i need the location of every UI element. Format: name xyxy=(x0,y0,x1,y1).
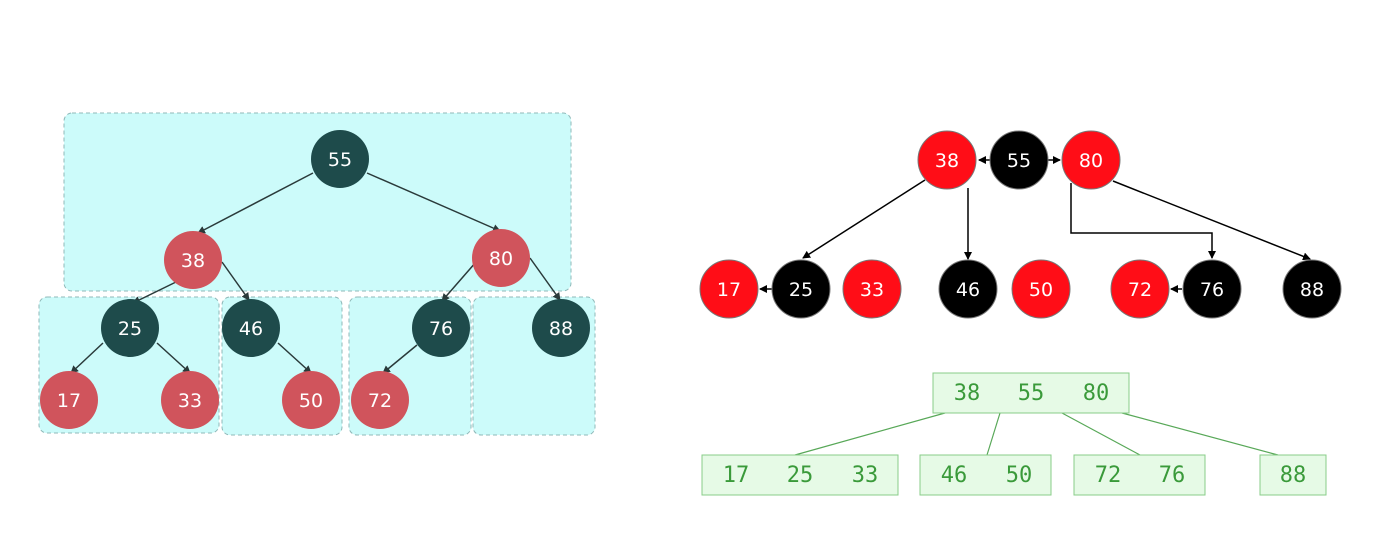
node-label: 38 xyxy=(935,150,959,172)
left-node-17: 17 xyxy=(40,371,98,429)
right-node-50: 50 xyxy=(1011,259,1071,319)
btree-edge-root-leaf1 xyxy=(794,412,946,456)
node-label: 17 xyxy=(57,390,81,412)
node-label: 33 xyxy=(860,279,884,301)
node-label: 25 xyxy=(118,318,142,340)
node-label: 80 xyxy=(1079,150,1103,172)
left-node-46: 46 xyxy=(222,299,280,357)
edge-38-46 xyxy=(221,261,250,301)
node-label: 33 xyxy=(178,390,202,412)
left-node-76: 76 xyxy=(412,299,470,357)
right-node-46: 46 xyxy=(938,259,998,319)
btree-leaf-2: 46 50 xyxy=(919,454,1052,496)
btree-edge-root-leaf4 xyxy=(1121,412,1279,456)
right-tree-nodes: 38 55 80 17 25 33 46 50 xyxy=(699,130,1342,319)
right-node-88: 88 xyxy=(1282,259,1342,319)
edge-80-88 xyxy=(529,257,561,301)
edge-80-88 xyxy=(1112,180,1311,261)
btree-edges xyxy=(794,412,1279,456)
right-node-33: 33 xyxy=(842,259,902,319)
btree-edge-root-leaf3 xyxy=(1061,412,1141,456)
edge-76-72 xyxy=(382,344,418,374)
node-label: 50 xyxy=(1029,279,1053,301)
btree-key: 50 xyxy=(1006,463,1033,488)
right-tree-edges xyxy=(759,156,1311,293)
edge-25-33 xyxy=(156,342,191,374)
edge-80-76 xyxy=(1070,183,1216,259)
left-node-80: 80 xyxy=(472,229,530,287)
node-label: 55 xyxy=(328,149,352,171)
btree-key: 46 xyxy=(941,463,968,488)
edge-25-17 xyxy=(70,342,104,374)
left-node-33: 33 xyxy=(161,371,219,429)
left-tree-edges xyxy=(70,172,561,374)
btree-key: 76 xyxy=(1159,463,1186,488)
node-label: 46 xyxy=(239,318,263,340)
edge-80-76 xyxy=(441,261,477,302)
node-label: 72 xyxy=(368,390,392,412)
edge-55-80 xyxy=(366,172,501,232)
node-label: 88 xyxy=(1300,279,1324,301)
node-label: 72 xyxy=(1128,279,1152,301)
btree-edge-root-leaf2 xyxy=(986,412,1001,456)
node-label: 46 xyxy=(956,279,980,301)
btree-leaf-1: 17 25 33 xyxy=(701,454,899,496)
btree-root: 38 55 80 xyxy=(932,372,1130,414)
left-node-72: 72 xyxy=(351,371,409,429)
btree-key: 88 xyxy=(1280,463,1307,488)
node-label: 80 xyxy=(489,248,513,270)
node-label: 17 xyxy=(717,279,741,301)
left-tree-nodes: 55 38 80 25 46 76 88 17 xyxy=(40,130,590,429)
edge-55-38 xyxy=(197,172,314,234)
btree-leaf-3: 72 76 xyxy=(1073,454,1206,496)
left-node-50: 50 xyxy=(282,371,340,429)
btree-key: 80 xyxy=(1083,381,1110,406)
node-label: 76 xyxy=(1200,279,1224,301)
node-label: 55 xyxy=(1007,150,1031,172)
btree-key: 25 xyxy=(787,463,814,488)
btree-key: 72 xyxy=(1095,463,1122,488)
node-label: 88 xyxy=(549,318,573,340)
node-label: 38 xyxy=(181,250,205,272)
btree-key: 38 xyxy=(954,381,981,406)
edge-38-25 xyxy=(132,281,177,304)
right-node-17: 17 xyxy=(699,259,759,319)
right-node-76: 76 xyxy=(1182,259,1242,319)
edge-46-50 xyxy=(277,342,312,374)
left-node-38: 38 xyxy=(164,231,222,289)
right-node-38: 38 xyxy=(917,130,977,190)
btree-leaf-4: 88 xyxy=(1259,454,1327,496)
edge-38-25 xyxy=(802,179,926,259)
right-node-25: 25 xyxy=(771,259,831,319)
btree-nodes: 38 55 80 17 25 33 46 50 72 76 88 xyxy=(701,372,1327,496)
node-label: 50 xyxy=(299,390,323,412)
node-label: 76 xyxy=(429,318,453,340)
right-node-80: 80 xyxy=(1061,130,1121,190)
left-node-25: 25 xyxy=(101,299,159,357)
btree-key: 55 xyxy=(1018,381,1045,406)
node-label: 25 xyxy=(789,279,813,301)
btree-key: 33 xyxy=(852,463,879,488)
left-node-55: 55 xyxy=(311,130,369,188)
right-node-72: 72 xyxy=(1110,259,1170,319)
left-node-88: 88 xyxy=(532,299,590,357)
btree-key: 17 xyxy=(723,463,750,488)
right-node-55: 55 xyxy=(989,130,1049,190)
